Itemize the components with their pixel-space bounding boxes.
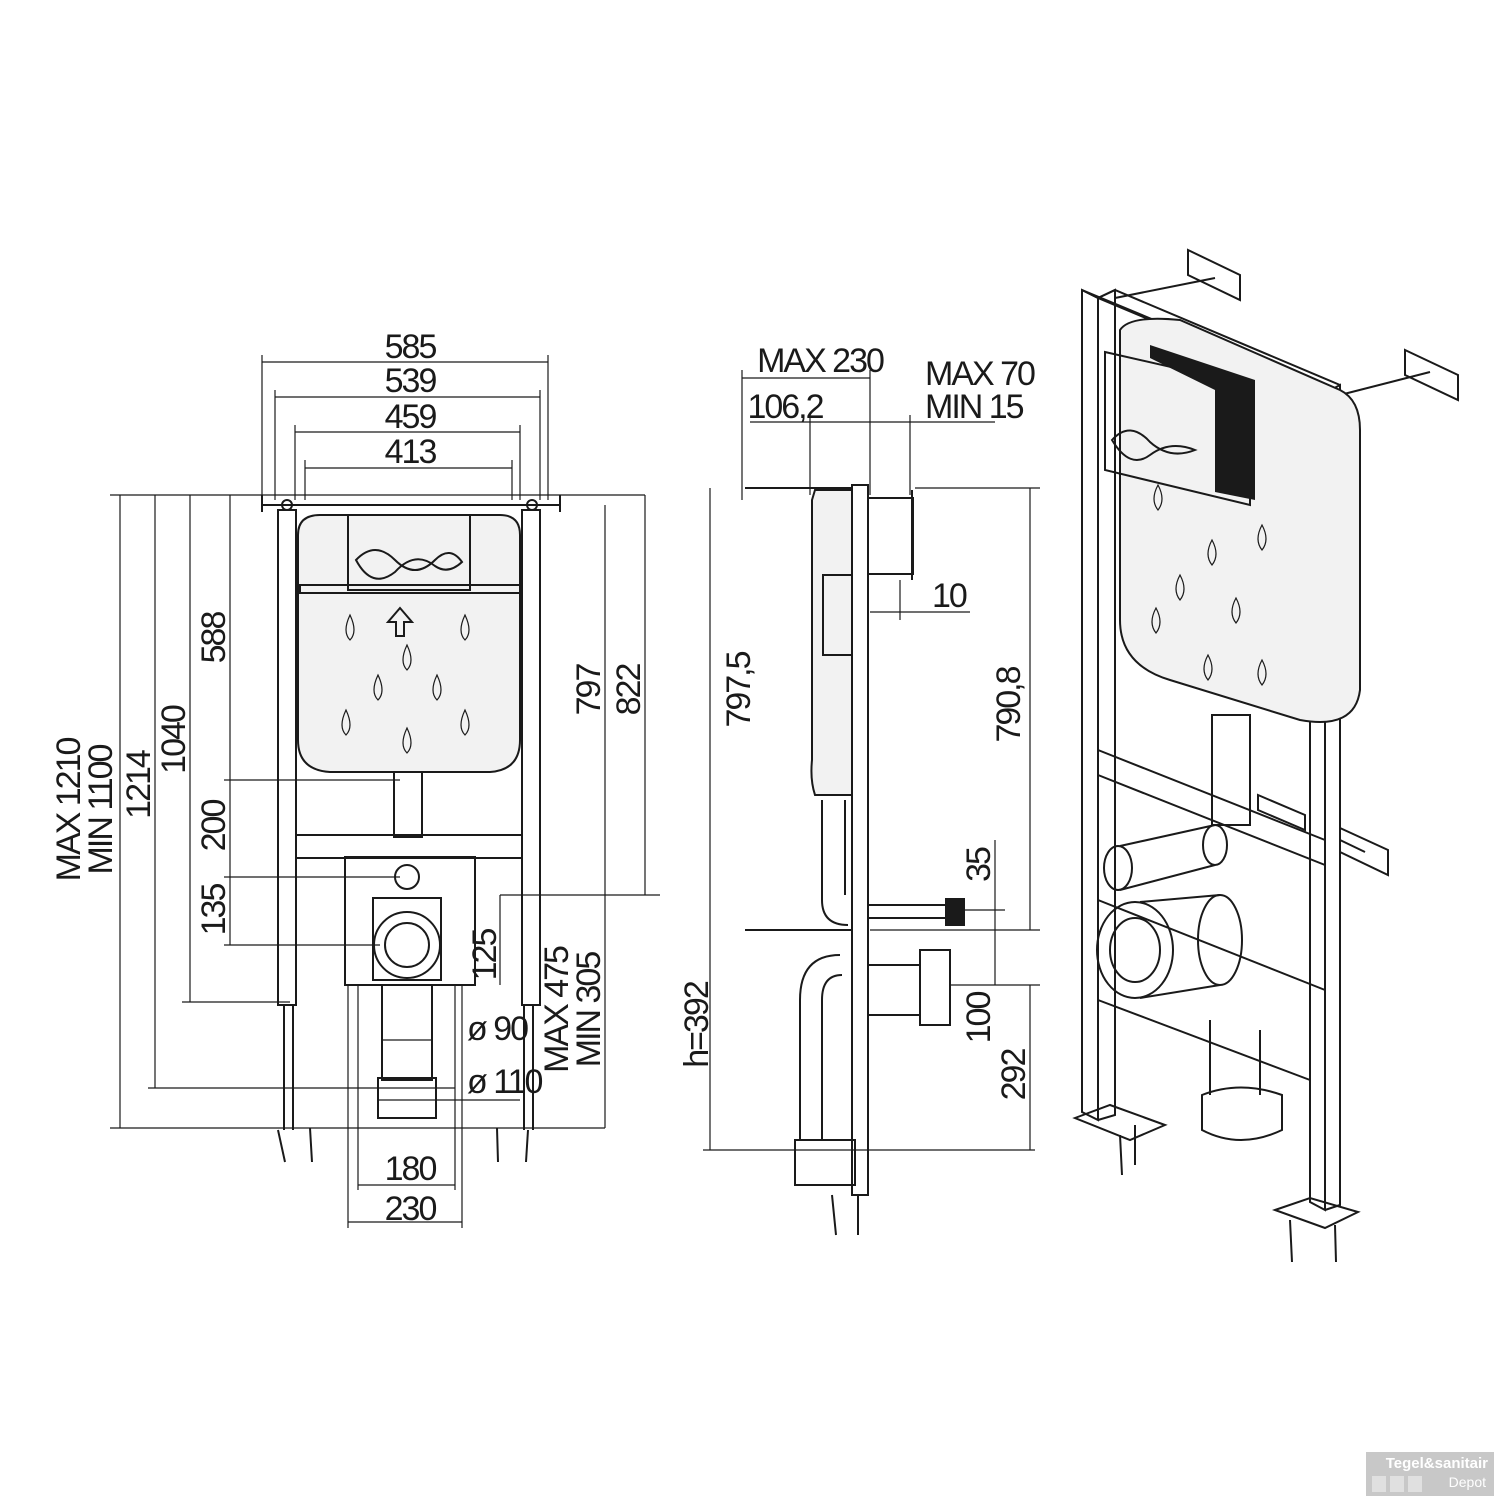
- depth-max-230: MAX 230: [757, 342, 884, 380]
- height-min-305: MIN 305: [570, 952, 608, 1068]
- wall-min-15: MIN 15: [925, 388, 1024, 426]
- height-125: 125: [466, 929, 504, 981]
- width-230: 230: [385, 1190, 437, 1228]
- height-max-1210: MAX 1210: [50, 738, 88, 882]
- height-h-392: h=392: [678, 981, 716, 1068]
- height-max-475: MAX 475: [538, 946, 576, 1073]
- height-797-5: 797,5: [720, 651, 758, 727]
- height-1214: 1214: [120, 750, 158, 819]
- logo-square-icon: [1390, 1476, 1404, 1492]
- width-585: 585: [385, 328, 437, 366]
- width-539: 539: [385, 362, 437, 400]
- logo-square-icon: [1408, 1476, 1422, 1492]
- isometric-view: [1072, 248, 1459, 1263]
- pipe-diameter-110: ø 110: [467, 1063, 543, 1101]
- front-view: 585 539 459 413 MAX 1210 MIN 1100 1214 1…: [50, 328, 660, 1228]
- depth-106-2: 106,2: [747, 388, 823, 426]
- height-135: 135: [195, 884, 233, 936]
- drop-icon: [1372, 1476, 1386, 1492]
- offset-10: 10: [932, 577, 967, 615]
- height-1040: 1040: [155, 705, 193, 774]
- width-459: 459: [385, 398, 437, 436]
- height-790-8: 790,8: [990, 666, 1028, 742]
- height-100: 100: [960, 992, 998, 1044]
- watermark-line1: Tegel&sanitair: [1385, 1455, 1488, 1472]
- height-292: 292: [995, 1049, 1033, 1101]
- watermark-line2: Depot: [1448, 1474, 1486, 1490]
- height-797: 797: [570, 664, 608, 716]
- width-180: 180: [385, 1150, 437, 1188]
- height-200: 200: [195, 800, 233, 852]
- height-822: 822: [610, 664, 648, 716]
- height-588: 588: [195, 612, 233, 664]
- height-min-1100: MIN 1100: [82, 744, 120, 874]
- pipe-diameter-90: ø 90: [467, 1010, 528, 1048]
- watermark-logo: Tegel&sanitair Depot: [1366, 1452, 1494, 1496]
- side-view: MAX 230 106,2 MAX 70 MIN 15 10 797,5 h=3…: [678, 342, 1040, 1236]
- height-35: 35: [960, 847, 998, 882]
- wall-max-70: MAX 70: [925, 355, 1035, 393]
- width-413: 413: [385, 433, 437, 471]
